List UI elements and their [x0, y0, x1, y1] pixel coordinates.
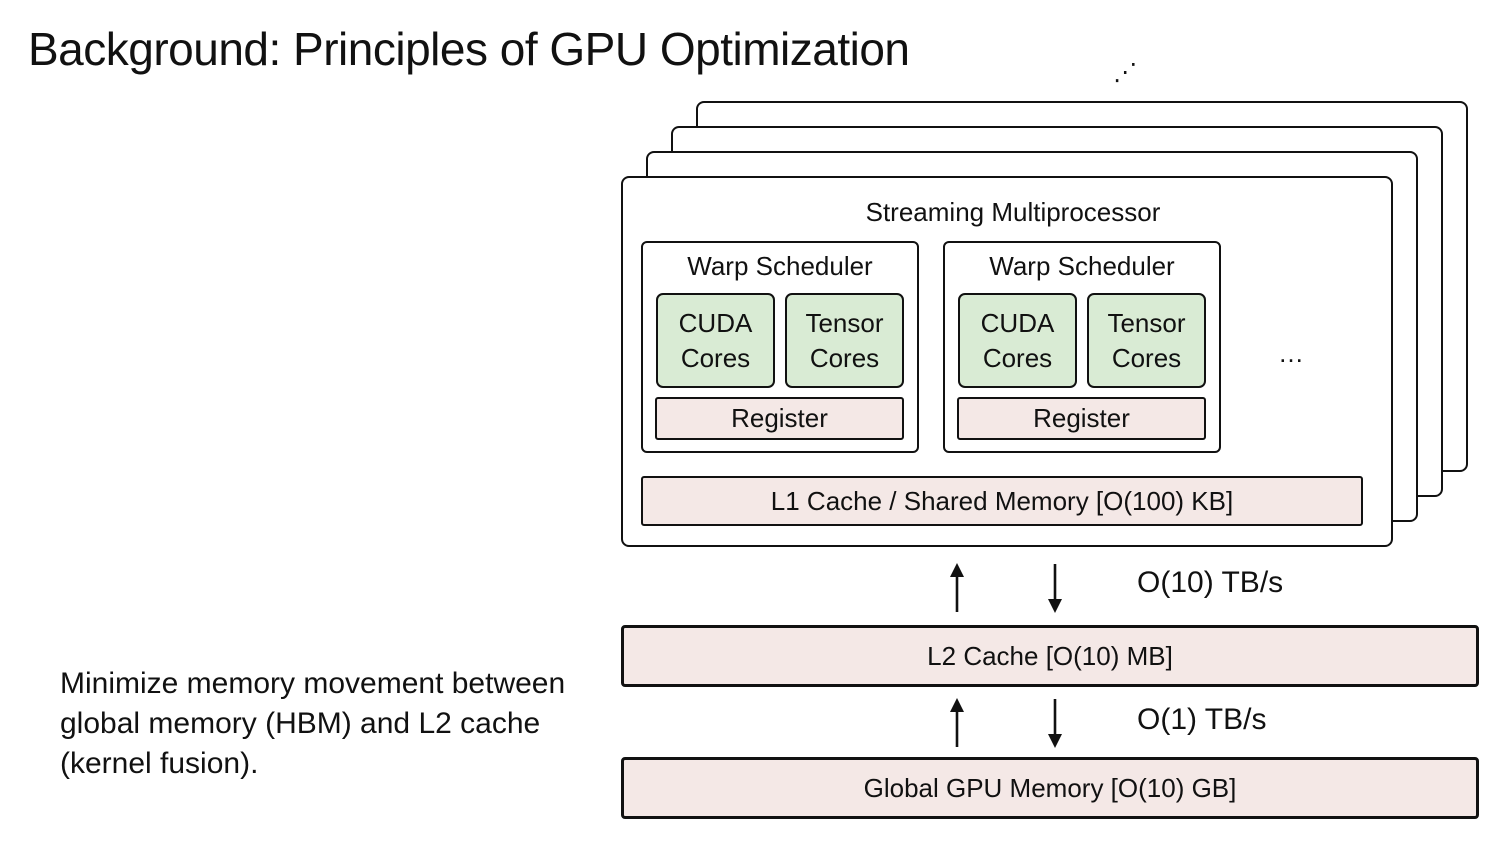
warp-scheduler-label: Warp Scheduler	[687, 251, 873, 281]
arrow-up-icon	[950, 563, 964, 612]
more-schedulers-ellipsis: …	[1278, 338, 1304, 368]
tensor-cores: Tensor Cores	[1087, 293, 1206, 388]
bandwidth-sm-l2: O(10) TB/s	[1137, 566, 1284, 599]
cuda-cores-line1: CUDA	[678, 307, 753, 338]
warp-scheduler-2: Warp Scheduler CUDA Cores Tensor Cores R…	[943, 241, 1221, 453]
register: Register	[655, 397, 904, 440]
cuda-cores: CUDA Cores	[656, 293, 775, 388]
warp-scheduler-label: Warp Scheduler	[989, 251, 1175, 281]
cuda-cores-line2: Cores	[680, 342, 751, 373]
l2-cache: L2 Cache [O(10) MB]	[621, 625, 1479, 687]
tensor-cores: Tensor Cores	[785, 293, 904, 388]
streaming-multiprocessor: Streaming Multiprocessor Warp Scheduler …	[621, 176, 1393, 547]
cuda-cores: CUDA Cores	[958, 293, 1077, 388]
arrow-up-icon	[950, 698, 964, 747]
page-title: Background: Principles of GPU Optimizati…	[28, 23, 910, 75]
tensor-cores-line2: Cores	[809, 342, 880, 373]
l1-cache-shared-memory: L1 Cache / Shared Memory [O(100) KB]	[641, 476, 1363, 526]
cuda-cores-line2: Cores	[982, 342, 1053, 373]
global-gpu-memory: Global GPU Memory [O(10) GB]	[621, 757, 1479, 819]
sm-title: Streaming Multiprocessor	[865, 197, 1161, 227]
warp-scheduler-1: Warp Scheduler CUDA Cores Tensor Cores R…	[641, 241, 919, 453]
stack-more-dots: ⋰	[1113, 59, 1137, 86]
arrow-down-icon	[1048, 699, 1062, 748]
bandwidth-l2-global: O(1) TB/s	[1137, 703, 1267, 736]
tensor-cores-line1: Tensor	[1107, 307, 1186, 338]
tensor-cores-line2: Cores	[1111, 342, 1182, 373]
summary-note: Minimize memory movement between global …	[60, 667, 566, 780]
tensor-cores-line1: Tensor	[805, 307, 884, 338]
arrow-down-icon	[1048, 564, 1062, 613]
register: Register	[957, 397, 1206, 440]
cuda-cores-line1: CUDA	[980, 307, 1055, 338]
